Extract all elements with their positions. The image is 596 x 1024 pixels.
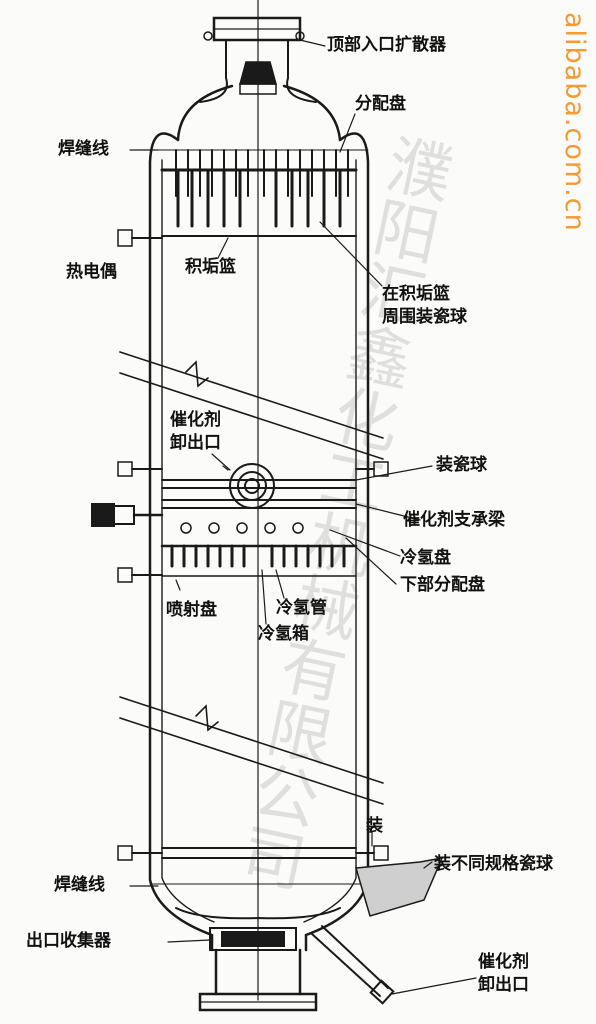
- leader-catalyst-unload-mid: [211, 453, 231, 471]
- label-outlet-collector: 出口收集器: [26, 931, 111, 951]
- thermocouple-top: [117, 229, 163, 247]
- label-top-inlet-diffuser: 顶部入口扩散器: [327, 35, 446, 55]
- leader-catalyst-unload-bottom: [391, 977, 477, 995]
- label-weld-line-bottom: 焊缝线: [54, 875, 105, 895]
- label-catalyst-unload-mid-1: 催化剂: [170, 410, 221, 430]
- label-catalyst-unload-bottom-1: 催化剂: [478, 952, 529, 972]
- leader-scale-basket: [217, 237, 229, 259]
- label-ceramic-around-basket-1: 在积垢篮: [382, 284, 450, 304]
- label-load-short: 装: [366, 816, 383, 836]
- vessel-inner-shell: [161, 159, 357, 923]
- leader-top-inlet-diffuser: [299, 39, 326, 47]
- label-catalyst-support-beam: 催化剂支承梁: [403, 510, 505, 530]
- scale-baskets: [176, 170, 342, 228]
- quench-tray-marks: [180, 522, 304, 534]
- label-distribution-tray: 分配盘: [355, 94, 406, 114]
- ceramic-ball-chute: [355, 857, 444, 917]
- label-weld-line-top: 焊缝线: [58, 139, 109, 159]
- vessel-outer-shell: [148, 84, 370, 952]
- site-watermark: alibaba.com.cn: [559, 12, 590, 232]
- label-ceramic-ball-loading: 装瓷球: [436, 455, 487, 475]
- label-catalyst-unload-mid-2: 卸出口: [170, 433, 221, 453]
- label-scale-basket: 积垢篮: [185, 257, 236, 277]
- leader-outlet-collector: [167, 939, 211, 943]
- label-ceramic-around-basket-2: 周围装瓷球: [382, 307, 467, 327]
- label-different-spec-balls: 装不同规格瓷球: [434, 854, 553, 874]
- section-break-lower: [119, 696, 384, 805]
- label-quench-pipe: 冷氢管: [276, 598, 327, 618]
- leader-distribution-tray: [339, 113, 356, 153]
- leader-different-spec-balls: [423, 861, 433, 869]
- section-break-upper: [119, 351, 384, 460]
- label-thermocouple: 热电偶: [66, 262, 117, 282]
- top-inlet-diffuser-shape: [239, 61, 277, 95]
- top-nozzle: [199, 16, 317, 103]
- label-catalyst-unload-bottom-2: 卸出口: [478, 975, 529, 995]
- leader-spray-tray: [175, 579, 181, 591]
- bottom-flanges: [117, 845, 389, 861]
- leader-ceramic-around-basket: [319, 221, 383, 287]
- label-quench-tray: 冷氢盘: [400, 548, 451, 568]
- catalyst-unload-outlet-mid: [222, 463, 275, 509]
- leader-quench-box: [261, 569, 267, 625]
- outlet-collector: [175, 907, 341, 951]
- label-lower-distribution-tray: 下部分配盘: [400, 575, 485, 595]
- bottom-nozzle: [198, 948, 318, 1012]
- catalyst-unload-pipe-bottom: [311, 925, 395, 1005]
- spray-flanges: [117, 567, 357, 583]
- leader-ceramic-ball-loading: [355, 465, 433, 481]
- catalyst-support-beam: [161, 479, 357, 509]
- label-quench-box: 冷氢箱: [258, 624, 309, 644]
- leader-quench-pipe: [275, 569, 285, 599]
- leader-catalyst-support-beam: [355, 503, 421, 521]
- spray-nozzles: [170, 544, 346, 568]
- side-nozzle-left: [91, 503, 164, 527]
- label-spray-tray: 喷射盘: [166, 600, 217, 620]
- leader-quench-tray: [329, 529, 401, 557]
